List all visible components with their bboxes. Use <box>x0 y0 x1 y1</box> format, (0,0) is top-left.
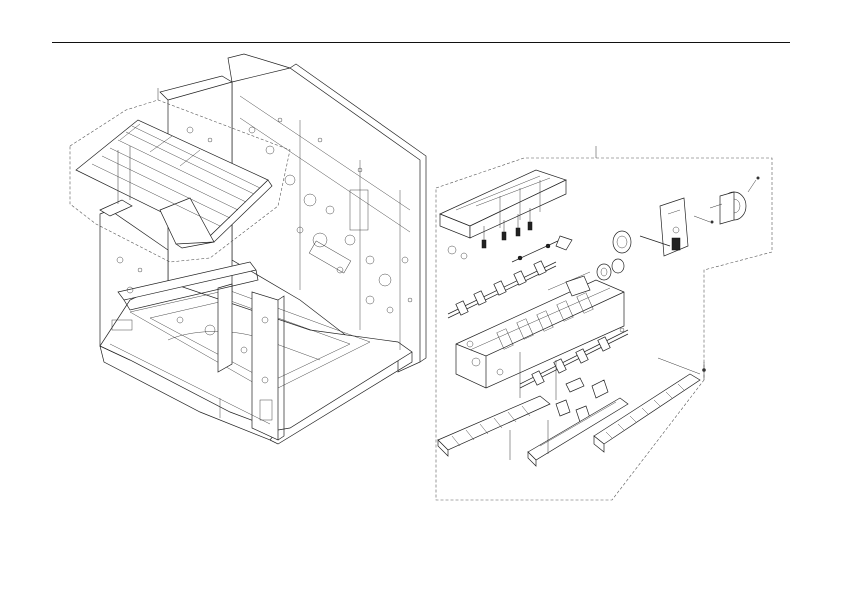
exit-roller-upper <box>447 260 557 319</box>
exit-frame <box>455 271 625 389</box>
lower-guide-right <box>593 373 701 453</box>
lower-guide-middle <box>527 397 629 467</box>
output-tray-group <box>69 88 291 263</box>
exit-roller-lower <box>519 329 629 389</box>
header-rule <box>52 42 790 43</box>
exit-upper-frame <box>439 169 567 260</box>
exit-motor <box>639 176 760 257</box>
paper-exit-assembly <box>435 146 773 501</box>
main-frame <box>99 53 427 445</box>
lower-guide-left <box>437 395 551 457</box>
